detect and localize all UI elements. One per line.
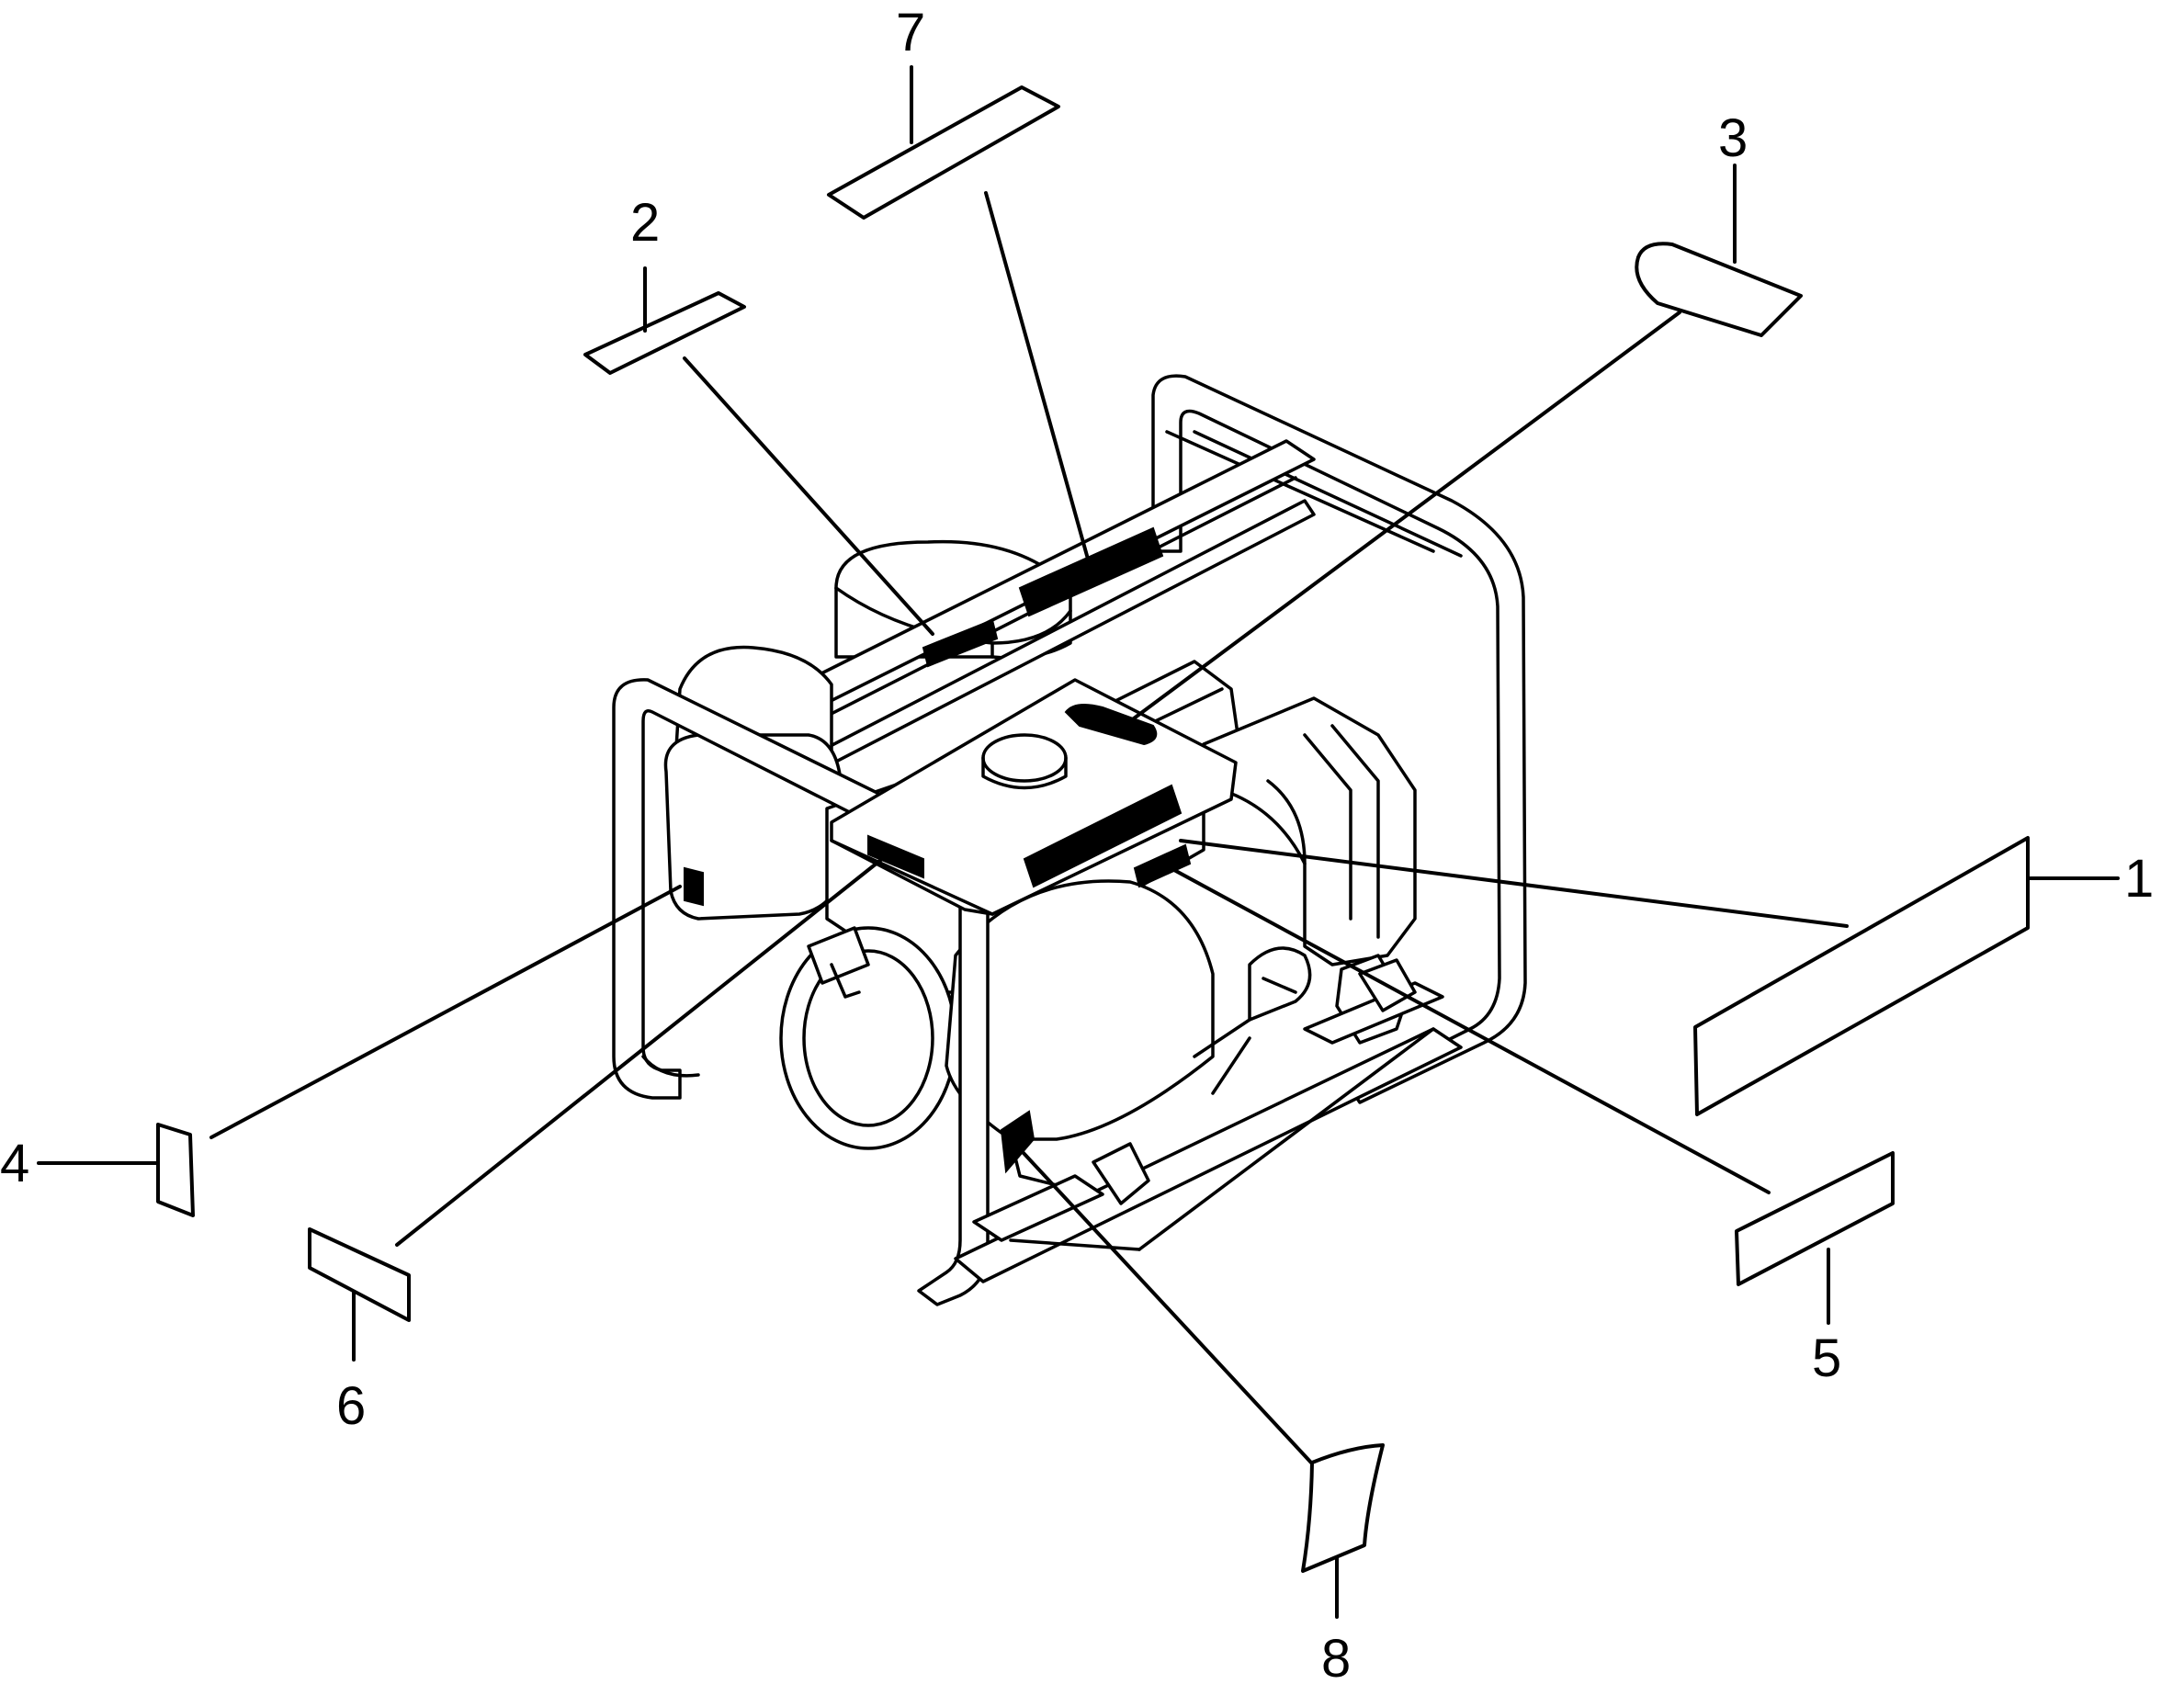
callout-1: 1 xyxy=(2124,849,2154,909)
patch-6 xyxy=(867,834,924,879)
callout-8: 8 xyxy=(1321,1629,1351,1684)
label-2 xyxy=(583,291,746,375)
water-pump-assembly xyxy=(612,374,1527,1306)
patch-1 xyxy=(1023,784,1183,888)
leader-lines xyxy=(209,191,1849,1464)
label-7 xyxy=(827,85,1060,220)
callout-3: 3 xyxy=(1718,108,1748,168)
leader-7 xyxy=(984,191,1091,564)
callout-2: 2 xyxy=(630,193,660,253)
leader-8 xyxy=(1009,1137,1313,1464)
patch-8 xyxy=(1000,1110,1035,1174)
patch-5 xyxy=(1133,843,1192,888)
leader-2 xyxy=(683,356,934,636)
label-5 xyxy=(1735,1151,1895,1286)
callout-ticks xyxy=(37,65,2120,1619)
leader-3 xyxy=(1128,311,1681,723)
label-4 xyxy=(156,1123,195,1217)
patch-3 xyxy=(1064,703,1158,746)
top-handle xyxy=(715,439,1316,792)
leader-6 xyxy=(395,857,884,1247)
callout-4: 4 xyxy=(0,1134,29,1193)
loose-labels xyxy=(156,85,2030,1573)
callout-5: 5 xyxy=(1812,1328,1841,1388)
leader-1 xyxy=(1179,839,1849,928)
label-8 xyxy=(1301,1443,1385,1573)
label-1 xyxy=(1693,836,2030,1116)
leader-5 xyxy=(1160,862,1771,1194)
label-6 xyxy=(308,1227,411,1322)
callout-6: 6 xyxy=(336,1376,366,1436)
machine-label-patches xyxy=(684,526,1192,1174)
patch-7 xyxy=(1018,526,1164,617)
leader-4 xyxy=(209,885,682,1139)
patch-4 xyxy=(684,866,704,907)
patch-2 xyxy=(922,618,999,668)
label-3 xyxy=(1635,242,1803,337)
callout-numbers: 1 2 3 4 5 6 7 8 xyxy=(0,3,2154,1684)
callout-7: 7 xyxy=(896,3,925,62)
